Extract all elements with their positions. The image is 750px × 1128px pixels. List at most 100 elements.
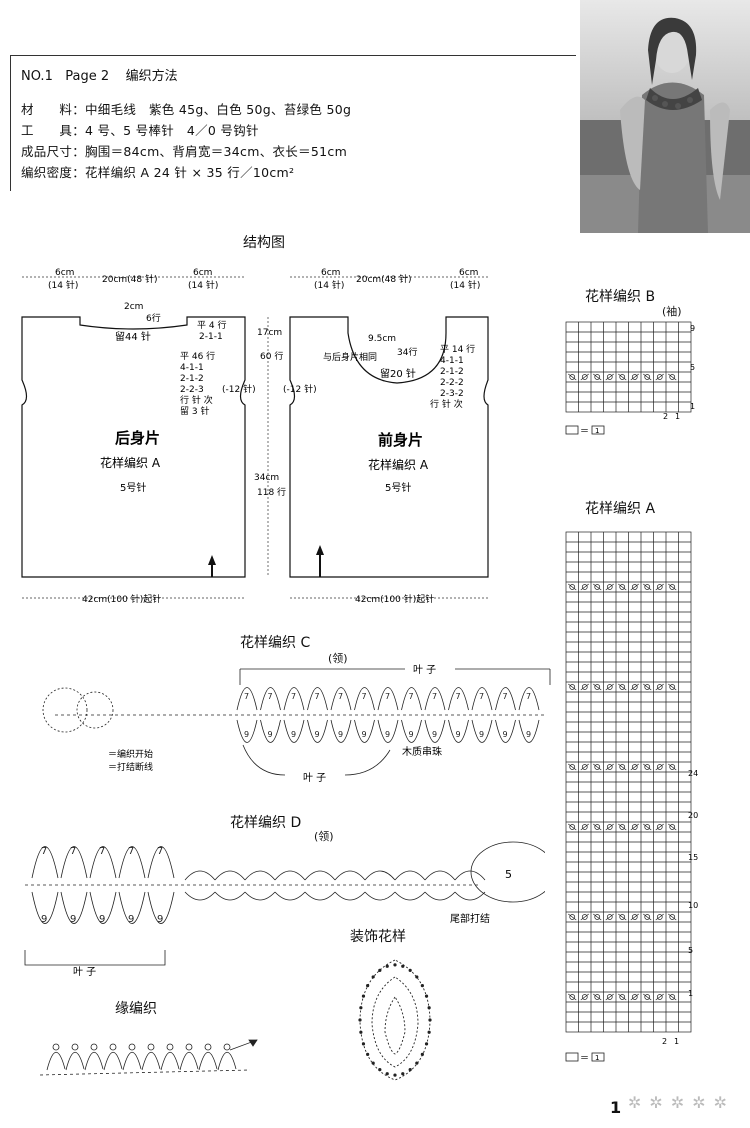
materials-line: 材 料：中细毛线 紫色 45g、白色 50g、苔绿色 50g [21,102,352,117]
back-neck-depth: 2cm [124,302,143,312]
pattern-a-chart: 24 20 15 10 5 1 2 1 ＝ 1 [565,531,698,1064]
front-bottom: 42cm(100 针)起针 [355,593,434,605]
pattern-d-leaf: 叶 子 [73,966,96,978]
mid-armhole-rows: 60 行 [260,350,283,362]
pattern-c-leaf-bottom: 叶 子 [303,772,326,784]
svg-text:7: 7 [456,692,461,701]
front-n4: 2-2-2 [440,378,464,388]
decorative-stars-icon: ✲✲✲✲✲ [628,1093,736,1112]
back-bottom: 42cm(100 针)起针 [82,593,161,605]
pattern-b-legend: ＝ [580,427,589,437]
svg-text:9: 9 [268,730,273,739]
title-no: NO.1 [21,69,53,84]
back-neck-rows: 6行 [146,312,161,324]
back-arm-1: 平 46 行 [180,350,215,362]
svg-text:9: 9 [503,730,508,739]
mid-same-note: 与后身片相同 [323,351,377,363]
pattern-b-title: 花样编织 B [585,289,656,305]
decor-diagram [358,959,432,1081]
pattern-a-row-1: 1 [688,989,693,998]
svg-text:9: 9 [362,730,367,739]
front-piece-outline [289,316,489,578]
back-top-left-st: (14 针) [48,279,78,291]
svg-text:9: 9 [244,730,249,739]
mid-body: 34cm [254,473,279,483]
back-shoulder-b: 2-1-1 [199,332,223,342]
front-piece-name: 前身片 [378,431,423,449]
back-piece-name: 后身片 [115,429,160,447]
svg-text:7: 7 [70,846,76,857]
back-arm-side: (-12 针) [222,383,256,395]
front-top-right-st: (14 针) [450,279,480,291]
svg-text:7: 7 [503,692,508,701]
back-top-right: 6cm [193,268,212,278]
svg-text:7: 7 [338,692,343,701]
pattern-b-row-1: 1 [690,402,695,411]
page-number: 1 [610,1098,622,1117]
back-pattern: 花样编织 A [100,455,161,470]
pattern-a-col-2: 2 [662,1037,667,1046]
svg-text:9: 9 [128,914,134,925]
svg-text:9: 9 [526,730,531,739]
front-neck-depth: 9.5cm [368,334,396,344]
svg-text:9: 9 [99,914,105,925]
edge-title: 缘编织 [115,1001,157,1017]
front-top-left: 6cm [321,268,340,278]
svg-text:9: 9 [385,730,390,739]
front-top-right: 6cm [459,268,478,278]
svg-text:7: 7 [99,846,105,857]
back-arm-6: 留 3 针 [180,405,209,417]
svg-text:7: 7 [409,692,414,701]
svg-text:9: 9 [456,730,461,739]
model-photo [580,0,750,233]
back-arm-2: 4-1-1 [180,363,204,373]
pattern-c-leaf-top: 叶 子 [413,664,436,676]
pattern-b-row-9: 9 [690,324,695,333]
svg-text:9: 9 [70,914,76,925]
pattern-b-col-1: 1 [675,412,680,421]
pattern-d-title: 花样编织 D [230,815,302,831]
svg-text:1: 1 [595,1054,599,1062]
pattern-a-row-10: 10 [688,901,698,910]
svg-text:7: 7 [244,692,249,701]
svg-text:7: 7 [479,692,484,701]
front-arm-side: (-12 针) [283,383,317,395]
back-shoulder-a: 平 4 行 [197,319,226,331]
svg-text:7: 7 [315,692,320,701]
back-arm-4: 2-2-3 [180,385,204,395]
pattern-a-row-24: 24 [688,769,698,778]
pattern-a-row-5: 5 [688,946,693,955]
pattern-c-legend-end: ＝打结断线 [108,761,153,773]
back-top-right-st: (14 针) [188,279,218,291]
header-title: NO.1 Page 2 编织方法 [21,65,178,84]
svg-text:9: 9 [41,914,47,925]
pattern-b-chart: 9 5 1 2 1 ＝ 1 [565,321,695,437]
svg-text:9: 9 [315,730,320,739]
svg-text:9: 9 [157,914,163,925]
pattern-c-sub: (领) [328,652,348,665]
mid-armhole: 17cm [257,328,282,338]
mid-body-rows: 118 行 [257,486,286,498]
front-neck-rows: 34行 [397,346,417,358]
front-top-mid: 20cm(48 针) [356,273,412,285]
title-page: Page 2 [65,69,110,84]
structure-title: 结构图 [243,235,285,251]
back-arm-5: 行 针 次 [180,394,213,406]
pattern-b-col-2: 2 [663,412,668,421]
svg-text:7: 7 [41,846,47,857]
edge-diagram [39,1039,258,1076]
front-neck-bind: 留20 针 [380,367,416,380]
front-top-left-st: (14 针) [314,279,344,291]
svg-text:7: 7 [385,692,390,701]
pattern-b-sub: (袖) [662,305,682,318]
back-neck-bind: 留44 针 [115,330,151,343]
svg-text:7: 7 [291,692,296,701]
svg-text:7: 7 [432,692,437,701]
front-n5: 2-3-2 [440,389,464,399]
back-needle: 5号针 [120,481,146,494]
pattern-a-title: 花样编织 A [585,501,656,517]
front-n1: 平 14 行 [440,343,475,355]
front-n2: 4-1-1 [440,356,464,366]
pattern-b-row-5: 5 [690,363,695,372]
svg-text:7: 7 [128,846,134,857]
